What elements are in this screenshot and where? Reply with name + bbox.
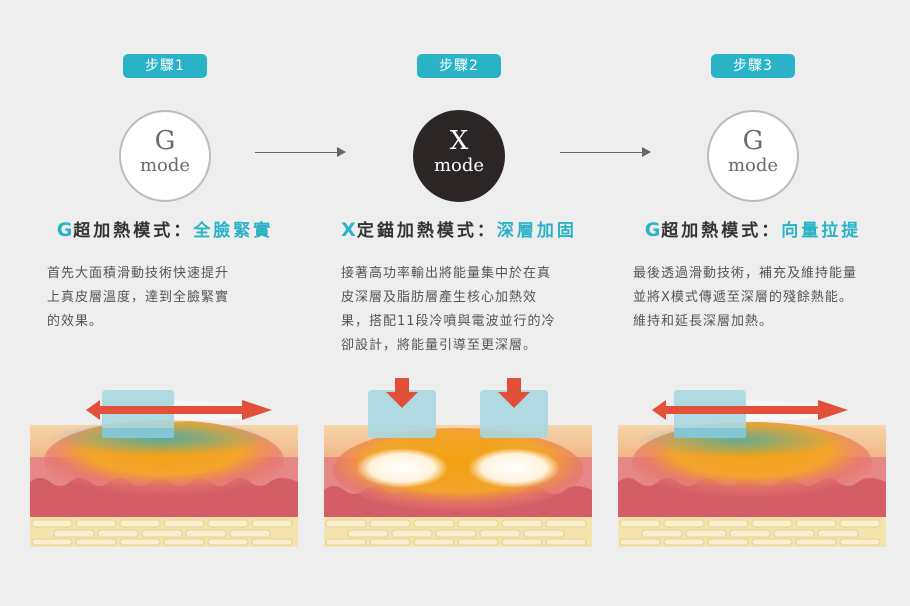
description-line: 的效果。 xyxy=(47,314,104,329)
heading-text: 超加熱模式： xyxy=(661,221,782,241)
flow-arrow-icon xyxy=(337,147,346,157)
heat-core-right xyxy=(468,448,560,488)
heading-emphasis: 全臉緊實 xyxy=(193,221,274,241)
mode-word: mode xyxy=(139,155,191,176)
description-line: 接著高功率輸出將能量集中於在真 xyxy=(341,266,552,281)
description-line: 並將X模式傳遞至深層的殘餘熱能。 xyxy=(633,290,853,305)
description-line: 上真皮層溫度，達到全臉緊實 xyxy=(47,290,230,305)
flow-arrow-icon xyxy=(642,147,651,157)
step-heading: G超加熱模式：全臉緊實 xyxy=(15,216,315,241)
fat-cells xyxy=(31,519,293,546)
step-1: 步驟1 G mode G超加熱模式：全臉緊實 首先大面積滑動技術快速提升 上真皮… xyxy=(15,0,315,606)
description-line: 果，搭配11段冷噴與電波並行的冷 xyxy=(341,314,556,329)
mode-letter: G xyxy=(154,126,176,156)
step-3: 步驟3 G mode G超加熱模式：向量拉提 最後透過滑動技術，補充及維持能量 … xyxy=(603,0,903,606)
heading-emphasis: 深層加固 xyxy=(496,221,577,241)
description-line: 最後透過滑動技術，補充及維持能量 xyxy=(633,266,858,281)
applicator-head-right xyxy=(480,390,548,438)
down-arrow-icon xyxy=(386,378,418,408)
heading-text: 定錨加熱模式： xyxy=(356,221,497,241)
x-mode-circle: X mode xyxy=(413,110,505,202)
step-badge: 步驟3 xyxy=(711,54,795,78)
step-heading: G超加熱模式：向量拉提 xyxy=(603,216,903,241)
mode-letter: X xyxy=(449,126,469,156)
step-description: 最後透過滑動技術，補充及維持能量 並將X模式傳遞至深層的殘餘熱能。 維持和延長深… xyxy=(633,262,903,334)
description-line: 首先大面積滑動技術快速提升 xyxy=(47,266,230,281)
bidirectional-arrow-icon xyxy=(86,400,272,420)
heat-core-left xyxy=(356,448,448,488)
mode-word: mode xyxy=(727,155,779,176)
description-line: 皮深層及脂肪層產生核心加熱效 xyxy=(341,290,538,305)
heading-mode-letter: G xyxy=(56,219,74,241)
heading-emphasis: 向量拉提 xyxy=(781,221,862,241)
description-line: 卻設計，將能量引導至更深層。 xyxy=(341,338,538,353)
step-description: 接著高功率輸出將能量集中於在真 皮深層及脂肪層產生核心加熱效 果，搭配11段冷噴… xyxy=(341,262,581,358)
heading-mode-letter: G xyxy=(644,219,662,241)
skin-heating-illustration xyxy=(324,378,592,547)
fat-cells xyxy=(619,519,881,546)
flow-arrow-line xyxy=(560,152,644,153)
applicator-head-left xyxy=(368,390,436,438)
step-badge: 步驟2 xyxy=(417,54,501,78)
bidirectional-arrow-icon xyxy=(652,400,848,420)
skin-heating-illustration xyxy=(618,390,886,547)
g-mode-circle: G mode xyxy=(119,110,211,202)
g-mode-circle: G mode xyxy=(707,110,799,202)
skin-heating-illustration xyxy=(30,390,298,547)
mode-letter: G xyxy=(742,126,764,156)
step-2: 步驟2 X mode X定錨加熱模式：深層加固 接著高功率輸出將能量集中於在真 … xyxy=(309,0,609,606)
step-heading: X定錨加熱模式：深層加固 xyxy=(309,216,609,241)
down-arrow-icon xyxy=(498,378,530,408)
description-line: 維持和延長深層加熱。 xyxy=(633,314,774,329)
heading-text: 超加熱模式： xyxy=(73,221,194,241)
step-description: 首先大面積滑動技術快速提升 上真皮層溫度，達到全臉緊實 的效果。 xyxy=(47,262,287,334)
mode-word: mode xyxy=(433,155,485,176)
fat-cells xyxy=(325,519,587,546)
step-badge: 步驟1 xyxy=(123,54,207,78)
flow-arrow-line xyxy=(255,152,339,153)
heading-mode-letter: X xyxy=(341,219,357,241)
